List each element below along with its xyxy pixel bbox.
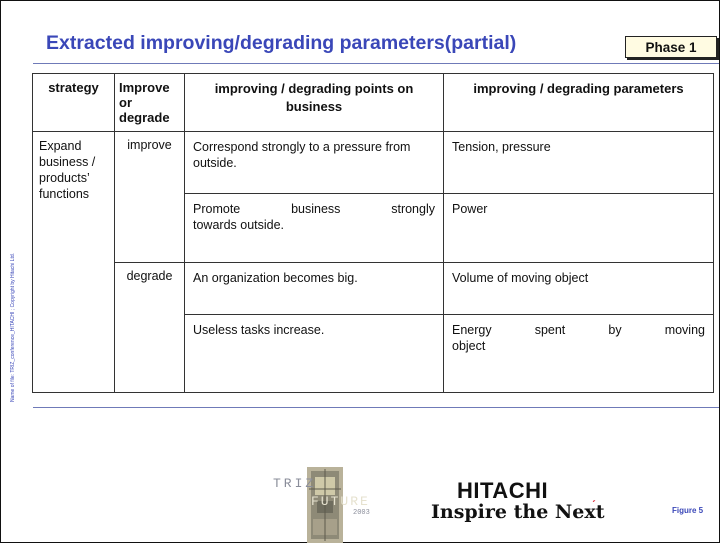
parameter-word: Energy (452, 323, 492, 337)
parameter-line-justified: Energy spent by moving (452, 322, 705, 338)
logo-year: 2003 (353, 509, 370, 517)
title-rule (33, 63, 719, 64)
parameter-word: by (608, 323, 622, 337)
header-improve-degrade: Improve or degrade (114, 73, 185, 132)
point-word: business (291, 202, 341, 216)
point-cell: Useless tasks increase. (184, 314, 444, 393)
parameters-table: strategy Improve or degrade improving / … (32, 73, 714, 393)
table-row: Useless tasks increase. Energy spent by … (33, 314, 714, 393)
strategy-cell: Expand business / products’ functions (32, 131, 115, 393)
logo-text-triz: TRIZ (273, 476, 316, 491)
slide-title: Extracted improving/degrading parameters… (46, 32, 517, 54)
point-line-justified: Promote business strongly (193, 201, 435, 217)
point-word: strongly (391, 202, 435, 216)
point-cell: An organization becomes big. (184, 262, 444, 315)
improve-cell: improve (114, 131, 185, 263)
parameter-cell: Energy spent by moving object (443, 314, 714, 393)
degrade-cell: degrade (114, 262, 185, 393)
table-row: Expand business / products’ functions im… (32, 131, 714, 393)
copyright-side-note: Name of file: TRIZ_conference_HITACHI ; … (10, 252, 16, 402)
table-row: degrade An organization becomes big. Vol… (33, 262, 714, 393)
triz-future-logo-graphic: TRIZ FUTURE 2003 (273, 467, 370, 543)
tagline-accent-icon: ˊ (592, 498, 596, 512)
parameter-cell: Volume of moving object (443, 262, 714, 315)
header-points: improving / degrading points on business (184, 73, 444, 132)
figure-label: Figure 5 (672, 506, 704, 515)
parameter-word: spent (534, 323, 566, 337)
point-cell: Correspond strongly to a pressure from o… (184, 131, 444, 194)
triz-future-logo: TRIZ FUTURE 2003 (273, 467, 381, 543)
table-header-row: strategy Improve or degrade improving / … (32, 73, 714, 132)
header-parameters: improving / degrading parameters (443, 73, 714, 132)
point-cell: Promote business strongly towards outsid… (184, 193, 444, 263)
phase-badge: Phase 1 (625, 36, 717, 58)
table-row: Promote business strongly towards outsid… (33, 193, 714, 263)
header-strategy: strategy (32, 73, 115, 132)
logo-text-future: FUTURE (311, 494, 370, 509)
hitachi-tagline: Inspire the Next (431, 501, 605, 523)
parameter-cell: Power (443, 193, 714, 263)
point-line: towards outside. (193, 218, 285, 232)
point-word: Promote (193, 202, 241, 216)
footer-rule (33, 407, 719, 408)
parameter-cell: Tension, pressure (443, 131, 714, 194)
hitachi-brand: HITACHI (457, 478, 549, 503)
parameter-line: object (452, 339, 486, 353)
parameter-word: moving (664, 323, 705, 337)
